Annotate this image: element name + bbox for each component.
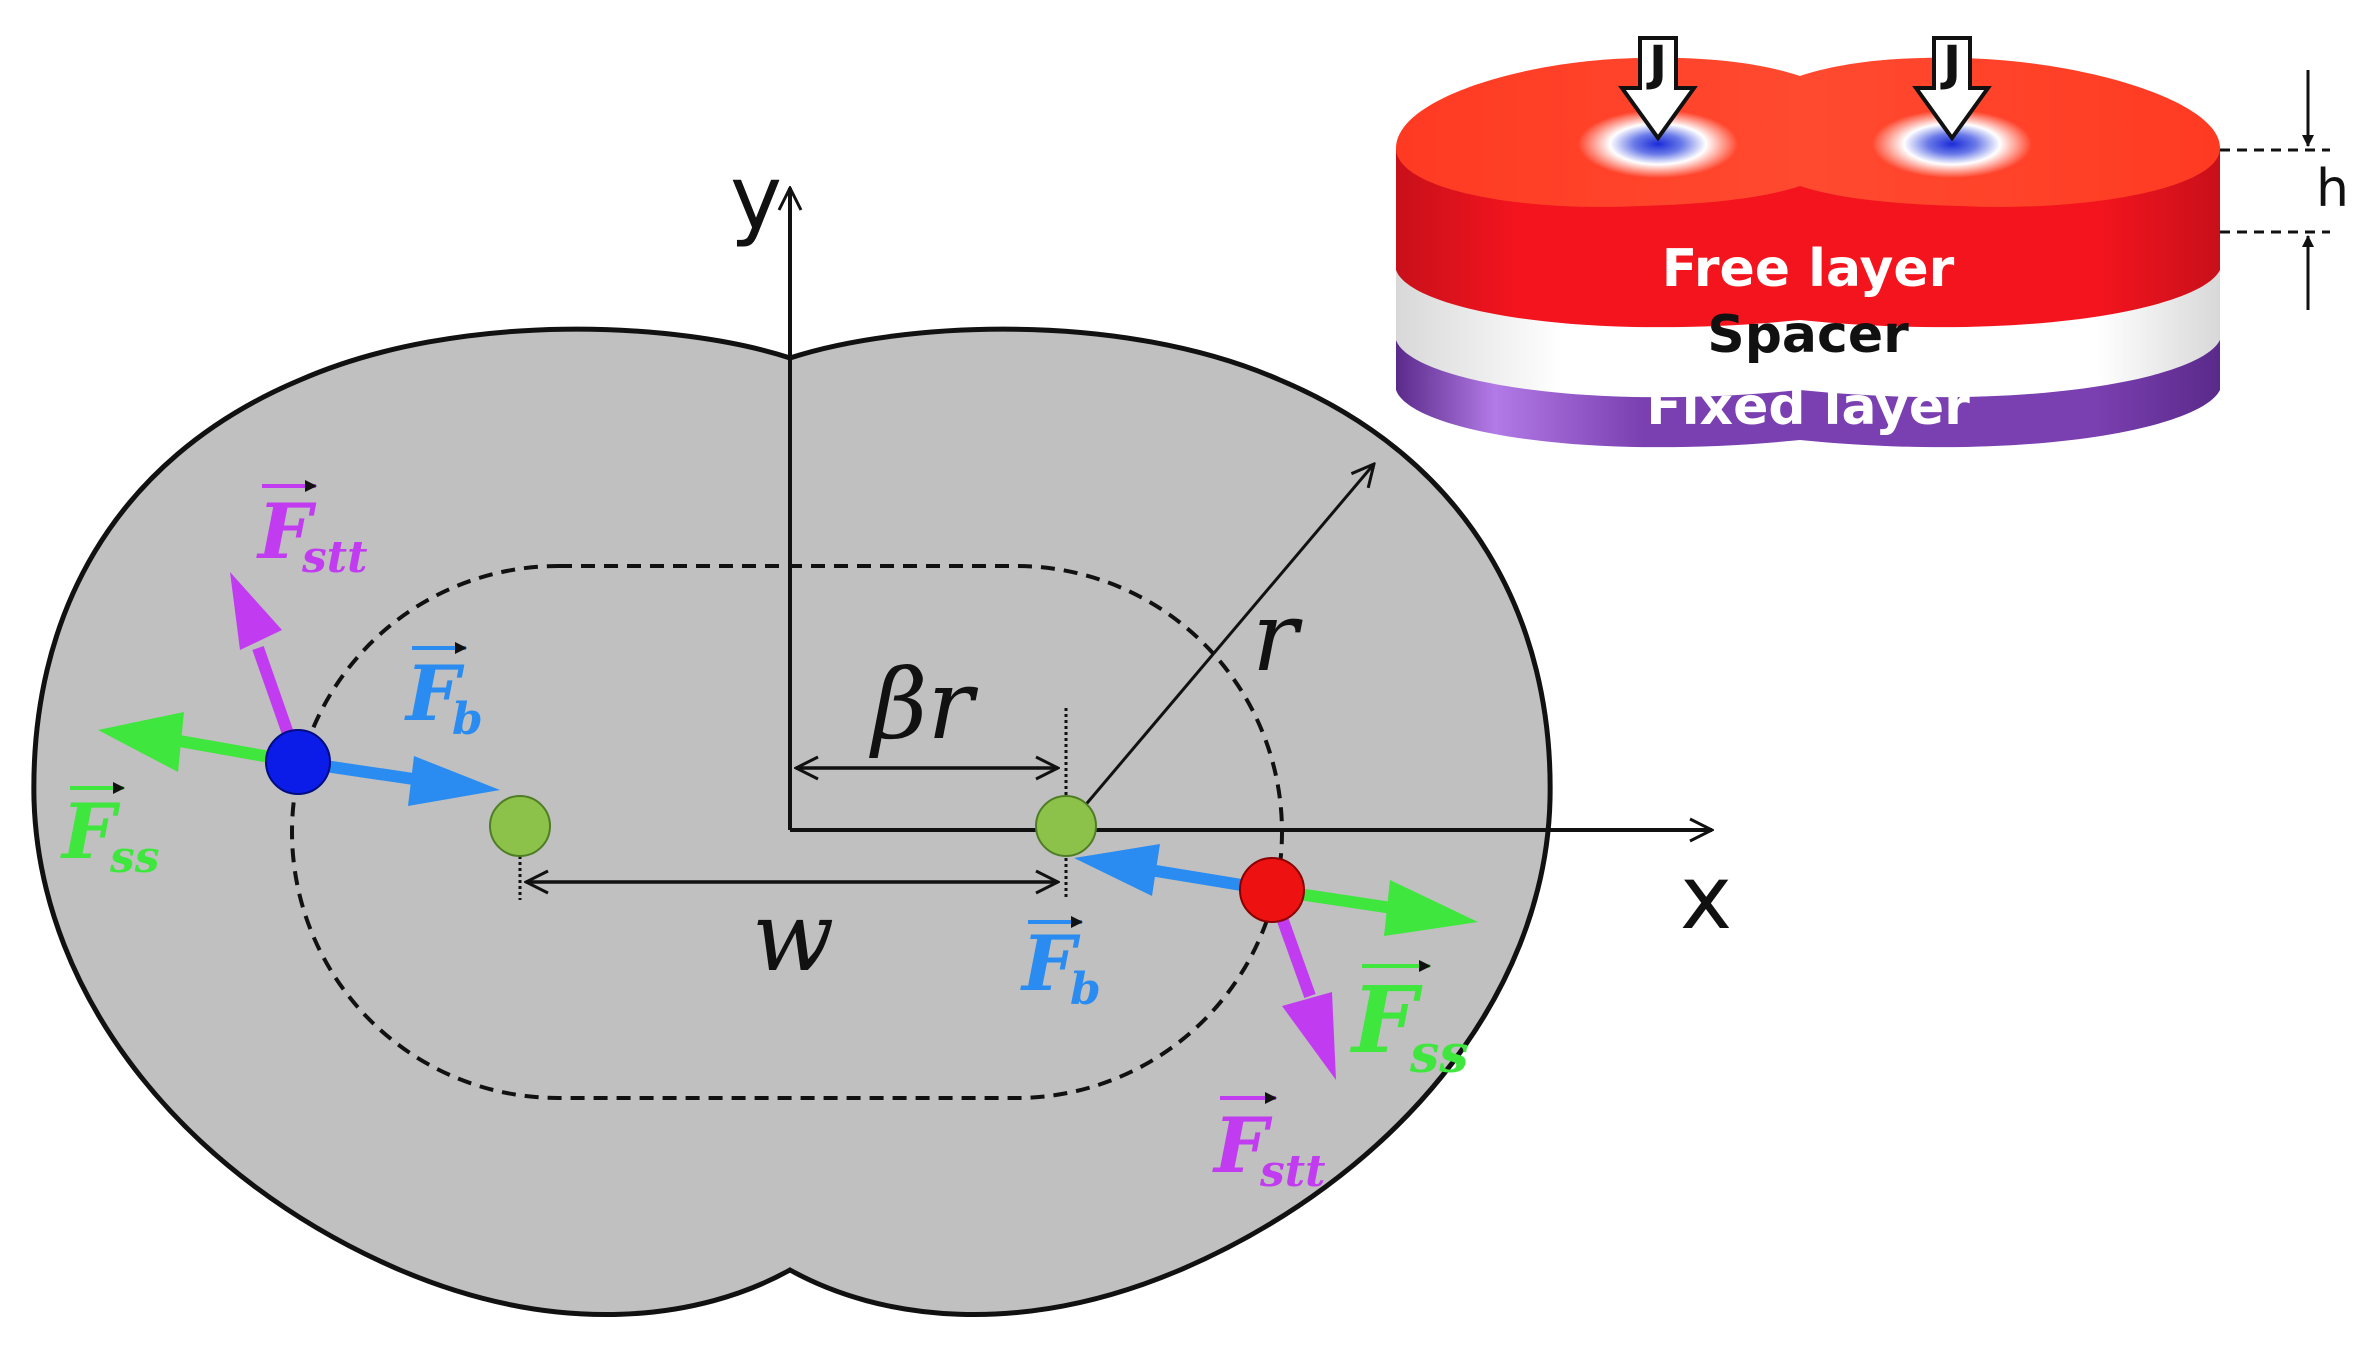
- svg-text:F: F: [1020, 919, 1081, 1008]
- thickness-indicator: h: [2220, 70, 2349, 310]
- label-left-f-ss: F ss: [60, 782, 160, 883]
- svg-text:F: F: [256, 487, 317, 576]
- right-skyrmion: [1239, 857, 1305, 923]
- inset-skyrmion-left: [1578, 110, 1738, 178]
- svg-text:b: b: [1070, 964, 1101, 1015]
- x-axis-label: x: [1680, 846, 1732, 949]
- svg-text:F: F: [60, 787, 121, 876]
- svg-text:stt: stt: [301, 532, 367, 583]
- pin-site-right: [1035, 795, 1097, 857]
- label-left-f-b: F b: [404, 642, 483, 745]
- label-left-f-stt: F stt: [256, 480, 367, 583]
- label-right-f-stt: F stt: [1212, 1092, 1325, 1197]
- svg-text:ss: ss: [109, 832, 160, 883]
- svg-text:F: F: [1212, 1101, 1273, 1190]
- inset-skyrmion-right: [1872, 110, 2032, 178]
- pin-site-left: [489, 795, 551, 857]
- current-arrow-left: J: [1618, 36, 1698, 142]
- svg-text:b: b: [452, 694, 483, 745]
- svg-text:stt: stt: [1259, 1146, 1325, 1197]
- svg-text:ss: ss: [1409, 1024, 1469, 1085]
- free-layer-label: Free layer: [1662, 239, 1955, 299]
- y-axis-label: y: [730, 146, 782, 249]
- radius-label: r: [1252, 581, 1303, 693]
- multilayer-inset: Free layer Spacer Fixed layer J J h: [1396, 36, 2349, 448]
- svg-text:J: J: [1940, 36, 1961, 92]
- beta-r-label: βr: [869, 649, 979, 761]
- label-right-f-ss: F ss: [1349, 960, 1469, 1085]
- svg-text:h: h: [2316, 159, 2349, 219]
- svg-text:J: J: [1646, 36, 1667, 92]
- w-label: w: [752, 881, 834, 993]
- label-right-f-b: F b: [1020, 916, 1101, 1015]
- svg-text:F: F: [1349, 966, 1423, 1074]
- left-skyrmion: [265, 729, 331, 795]
- spacer-label: Spacer: [1707, 305, 1909, 365]
- svg-text:F: F: [404, 649, 465, 738]
- current-arrow-right: J: [1912, 36, 1992, 142]
- radius-line: [1064, 464, 1374, 829]
- free-layer-top: [1396, 57, 2220, 207]
- fixed-layer-label: Fixed layer: [1646, 377, 1970, 437]
